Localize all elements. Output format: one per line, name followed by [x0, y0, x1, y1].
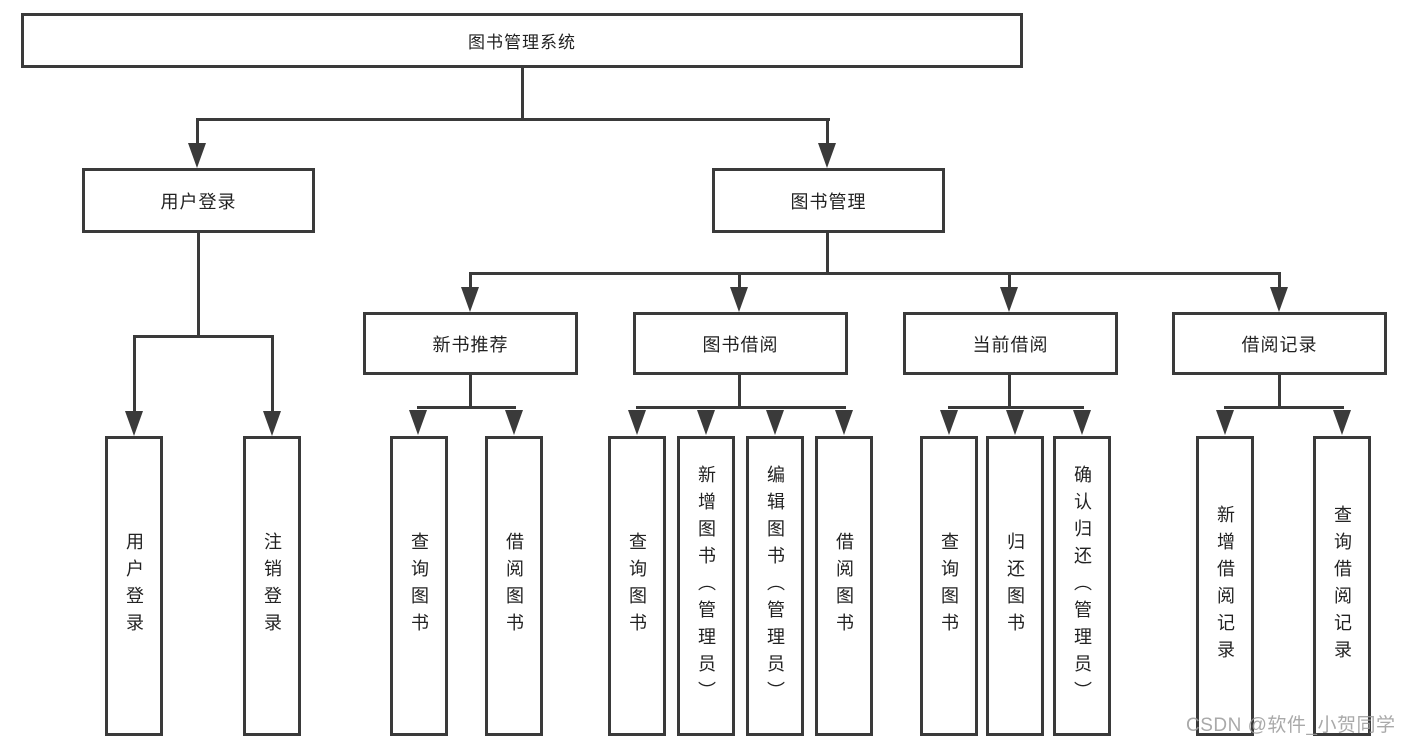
- connector-line: [469, 275, 472, 292]
- leaf-logout: 注销登录: [243, 436, 301, 736]
- node-book-borrowing: 图书借阅: [633, 312, 848, 375]
- connector-line: [196, 121, 199, 148]
- leaf-label: 新增借阅记录: [1215, 505, 1235, 667]
- node-current-borrowing: 当前借阅: [903, 312, 1118, 375]
- connector-line: [521, 68, 524, 121]
- connector-line: [1278, 375, 1281, 409]
- connector-line: [1224, 406, 1344, 409]
- node-label: 图书管理系统: [468, 33, 576, 52]
- leaf-label: 查询图书: [627, 532, 647, 640]
- connector-line: [826, 121, 829, 148]
- arrow-down-icon: [461, 287, 479, 312]
- connector-line: [271, 338, 274, 416]
- leaf-newbooks-query-books: 查询图书: [390, 436, 448, 736]
- leaf-borrowing-add-books-admin: 新增图书（管理员）: [677, 436, 735, 736]
- connector-line: [738, 275, 741, 292]
- arrow-down-icon: [125, 411, 143, 436]
- leaf-label: 编辑图书（管理员）: [765, 464, 785, 708]
- leaf-borrowing-edit-books-admin: 编辑图书（管理员）: [746, 436, 804, 736]
- node-user-login: 用户登录: [82, 168, 315, 233]
- arrow-down-icon: [730, 287, 748, 312]
- node-label: 图书管理: [790, 191, 867, 212]
- arrow-down-icon: [766, 410, 784, 435]
- leaf-current-query-books: 查询图书: [920, 436, 978, 736]
- arrow-down-icon: [1006, 410, 1024, 435]
- connector-line: [1008, 375, 1011, 409]
- arrow-down-icon: [1073, 410, 1091, 435]
- arrow-down-icon: [835, 410, 853, 435]
- arrow-down-icon: [409, 410, 427, 435]
- connector-line: [133, 335, 274, 338]
- node-label: 图书借阅: [702, 334, 779, 355]
- arrow-down-icon: [188, 143, 206, 168]
- leaf-label: 查询图书: [409, 532, 429, 640]
- leaf-label: 借阅图书: [504, 532, 524, 640]
- node-new-book-recommendation: 新书推荐: [363, 312, 578, 375]
- leaf-label: 确认归还（管理员）: [1072, 464, 1092, 708]
- leaf-records-add-borrow-record: 新增借阅记录: [1196, 436, 1254, 736]
- csdn-watermark: CSDN @软件_小贺同学: [1186, 715, 1396, 736]
- arrow-down-icon: [505, 410, 523, 435]
- arrow-down-icon: [940, 410, 958, 435]
- leaf-borrowing-borrow-books: 借阅图书: [815, 436, 873, 736]
- leaf-label: 用户登录: [124, 532, 144, 640]
- leaf-current-return-books: 归还图书: [986, 436, 1044, 736]
- connector-line: [133, 338, 136, 416]
- arrow-down-icon: [1216, 410, 1234, 435]
- arrow-down-icon: [1333, 410, 1351, 435]
- leaf-label: 查询借阅记录: [1332, 505, 1352, 667]
- node-label: 当前借阅: [972, 334, 1049, 355]
- leaf-label: 查询图书: [939, 532, 959, 640]
- leaf-current-confirm-return-admin: 确认归还（管理员）: [1053, 436, 1111, 736]
- node-label: 用户登录: [160, 191, 237, 212]
- arrow-down-icon: [1270, 287, 1288, 312]
- arrow-down-icon: [1000, 287, 1018, 312]
- arrow-down-icon: [263, 411, 281, 436]
- leaf-records-query-borrow-record: 查询借阅记录: [1313, 436, 1371, 736]
- leaf-newbooks-borrow-books: 借阅图书: [485, 436, 543, 736]
- node-borrowing-records: 借阅记录: [1172, 312, 1387, 375]
- connector-line: [417, 406, 516, 409]
- arrow-down-icon: [628, 410, 646, 435]
- connector-line: [469, 375, 472, 409]
- leaf-label: 借阅图书: [834, 532, 854, 640]
- arrow-down-icon: [697, 410, 715, 435]
- node-label: 借阅记录: [1241, 334, 1318, 355]
- connector-line: [948, 406, 1084, 409]
- connector-line: [197, 233, 200, 338]
- connector-line: [738, 375, 741, 409]
- connector-line: [826, 233, 829, 275]
- leaf-label: 新增图书（管理员）: [696, 464, 716, 708]
- leaf-borrowing-query-books: 查询图书: [608, 436, 666, 736]
- connector-line: [636, 406, 846, 409]
- connector-line: [196, 118, 830, 121]
- leaf-user-login: 用户登录: [105, 436, 163, 736]
- connector-line: [1278, 275, 1281, 292]
- connector-line: [469, 272, 1281, 275]
- leaf-label: 归还图书: [1005, 532, 1025, 640]
- arrow-down-icon: [818, 143, 836, 168]
- node-label: 新书推荐: [432, 334, 509, 355]
- connector-line: [1008, 275, 1011, 292]
- node-book-management: 图书管理: [712, 168, 945, 233]
- leaf-label: 注销登录: [262, 532, 282, 640]
- node-library-management-system: 图书管理系统: [21, 13, 1023, 68]
